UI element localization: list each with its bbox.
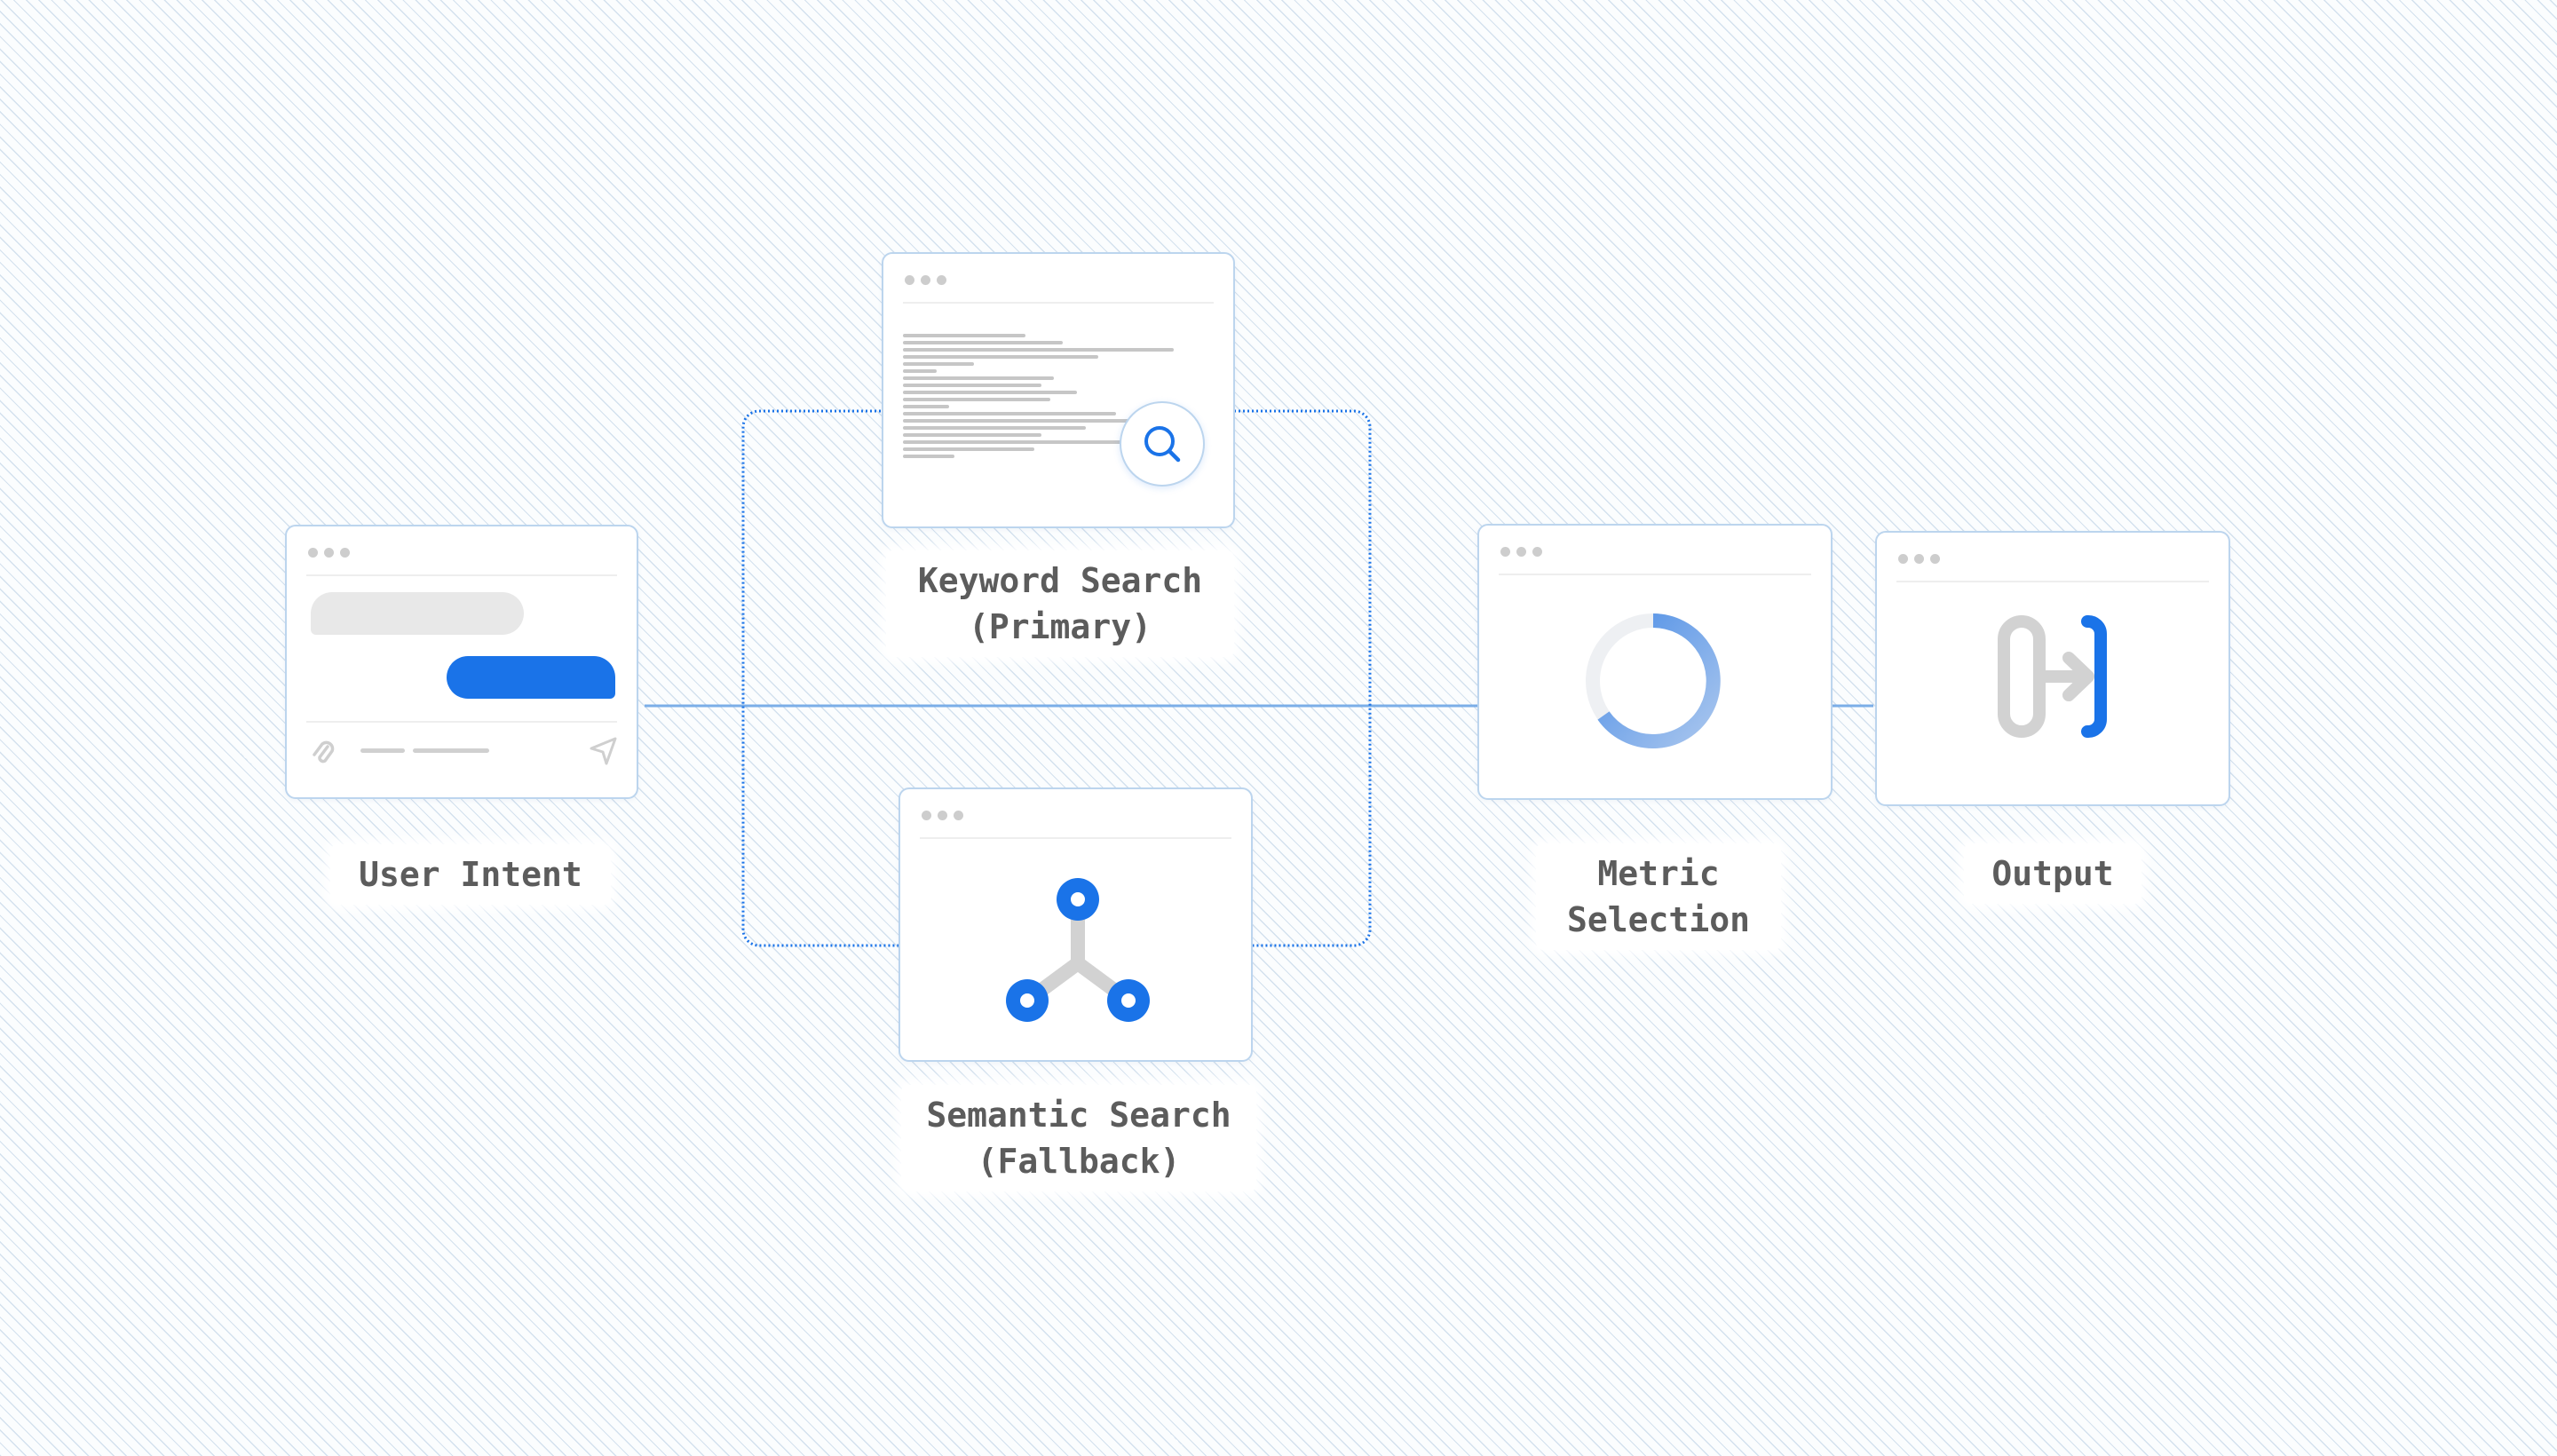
window-dots — [1898, 554, 1940, 564]
card-header-divider — [903, 302, 1214, 304]
card-header-divider — [1896, 581, 2209, 582]
composer-placeholder-short — [360, 748, 405, 753]
window-dots — [308, 548, 350, 558]
send-icon — [590, 737, 617, 765]
sent-message-bubble — [447, 656, 615, 699]
received-message-bubble — [311, 592, 524, 635]
search-icon — [1120, 401, 1205, 487]
keyword-search-card — [882, 252, 1235, 528]
metric-selection-label: Metric Selection — [1536, 843, 1781, 950]
user-intent-label: User Intent — [330, 844, 611, 905]
semantic-search-card — [899, 787, 1253, 1062]
window-dots — [922, 811, 963, 820]
keyword-search-label: Keyword Search (Primary) — [886, 550, 1234, 657]
paperclip-icon — [313, 740, 335, 764]
card-header-divider — [306, 574, 617, 576]
user-intent-card — [285, 525, 638, 799]
progress-ring-icon — [1586, 613, 1721, 748]
composer-placeholder-long — [413, 748, 489, 753]
window-dots — [905, 275, 946, 285]
card-header-divider — [1499, 574, 1811, 575]
output-label: Output — [1964, 843, 2141, 904]
semantic-search-label: Semantic Search (Fallback) — [901, 1085, 1256, 1191]
metric-selection-card — [1477, 524, 1833, 800]
window-dots — [1500, 547, 1542, 557]
network-graph-icon — [1006, 878, 1150, 1022]
output-card — [1875, 531, 2230, 806]
composer-divider — [306, 721, 617, 723]
exit-bracket-icon — [1998, 615, 2108, 738]
card-header-divider — [920, 837, 1231, 839]
